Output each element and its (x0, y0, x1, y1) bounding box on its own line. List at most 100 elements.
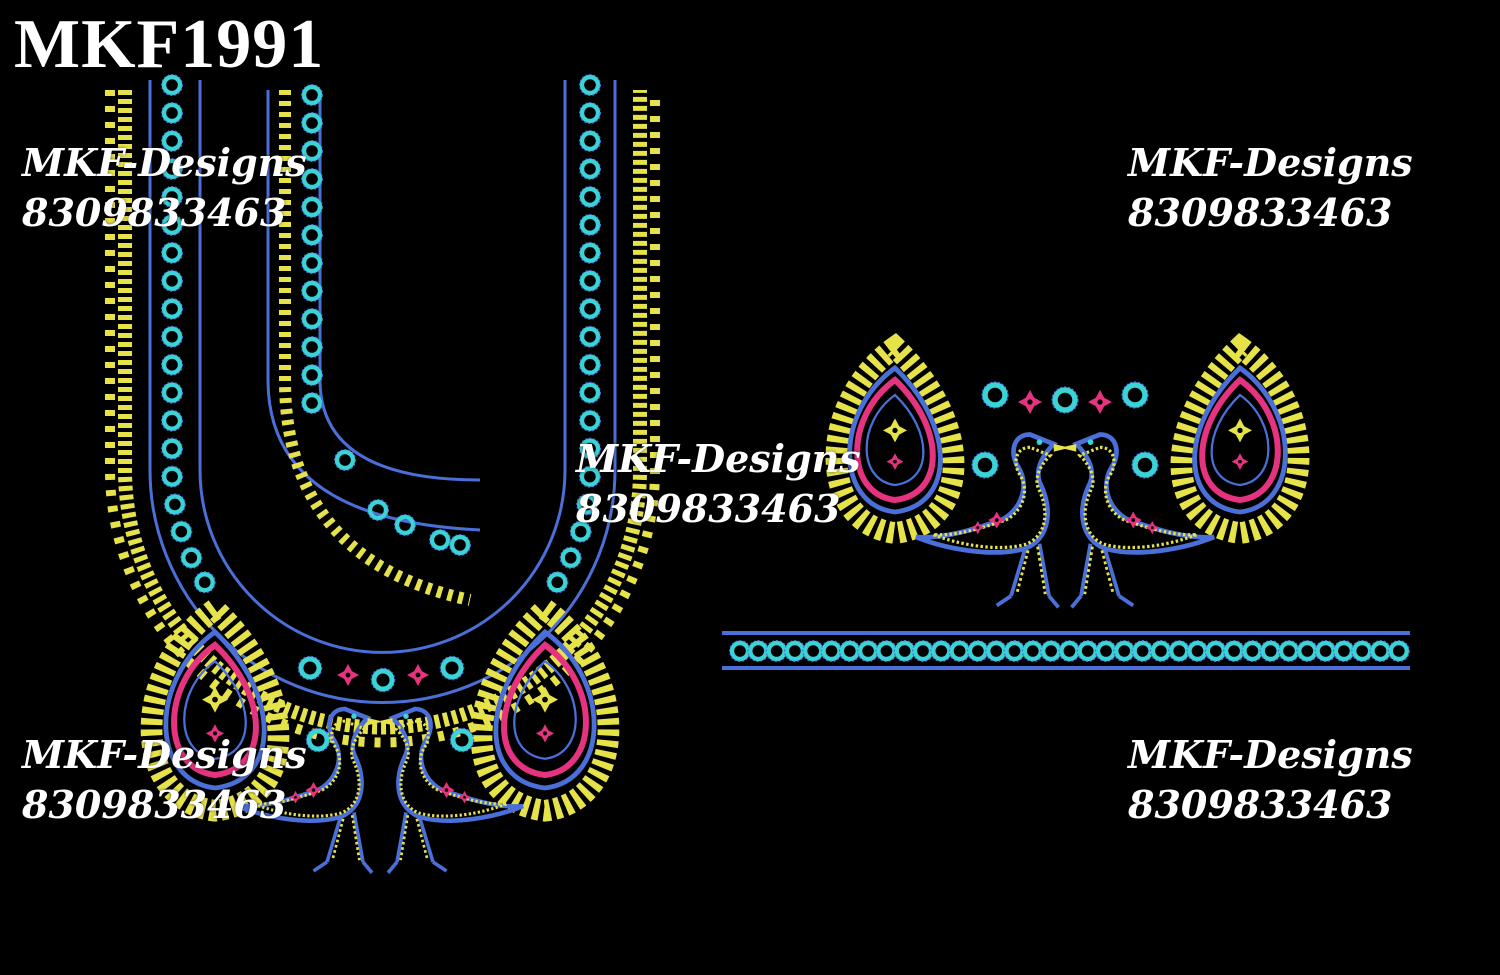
peacock-icon (236, 706, 383, 874)
star-motif-icon (289, 790, 302, 804)
design-code: MKF1991 (14, 6, 325, 83)
mirror-ring-icon (578, 353, 601, 376)
mirror-ring-icon (911, 639, 934, 662)
peacock-icon (915, 432, 1070, 609)
star-motif-icon (205, 724, 225, 743)
mirror-ring-icon (301, 140, 324, 163)
mirror-ring-icon (578, 325, 601, 348)
mirror-ring-icon (981, 381, 1009, 409)
mirror-ring-icon (578, 241, 601, 264)
mirror-ring-icon (1387, 639, 1410, 662)
mirror-ring-icon (161, 241, 184, 264)
mirror-ring-icon (576, 493, 599, 516)
mirror-ring-icon (161, 437, 184, 460)
star-motif-icon (337, 664, 359, 686)
mirror-ring-icon (301, 83, 324, 106)
neck-inner-yellow (279, 90, 472, 606)
star-motif-icon (1018, 390, 1042, 414)
mirror-ring-icon (161, 157, 184, 180)
mirror-ring-icon (765, 639, 788, 662)
paisley-icon (470, 595, 620, 822)
mirror-ring-icon (578, 185, 601, 208)
watermark-phone: 8309833463 (1128, 190, 1393, 236)
mirror-ring-icon (578, 381, 601, 404)
star-motif-icon (1231, 453, 1249, 470)
mirror-ring-icon (301, 196, 324, 219)
star-motif-icon (202, 686, 228, 713)
watermark-top-right: MKF-Designs 8309833463 (1128, 138, 1413, 238)
mirror-ring-icon (1369, 639, 1392, 662)
mirror-ring-icon (1040, 639, 1063, 662)
mirror-ring-icon (161, 73, 184, 96)
star-motif-icon (1145, 520, 1159, 535)
mirror-ring-icon (1149, 639, 1172, 662)
watermark-top-left: MKF-Designs 8309833463 (22, 138, 307, 238)
star-motif-icon (407, 664, 429, 686)
mirror-ring-icon (301, 308, 324, 331)
mirror-ring-icon (971, 451, 999, 479)
mirror-ring-icon (367, 499, 390, 522)
mirror-ring-icon (1296, 639, 1319, 662)
mirror-ring-icon (161, 297, 184, 320)
star-motif-icon (535, 724, 555, 743)
mirror-ring-icon (449, 533, 472, 556)
mirror-ring-icon (578, 269, 601, 292)
mirror-ring-icon (1314, 639, 1337, 662)
mirror-ring-icon (569, 520, 592, 543)
mirror-ring-icon (578, 157, 601, 180)
mirror-ring-icon (193, 571, 216, 594)
star-motif-icon (305, 781, 322, 799)
mirror-ring-icon (1021, 639, 1044, 662)
watermark-phone: 8309833463 (22, 782, 287, 828)
mirror-ring-icon (578, 101, 601, 124)
star-motif-icon (532, 686, 558, 713)
mirror-ring-icon (301, 168, 324, 191)
mirror-ring-icon (875, 639, 898, 662)
star-motif-icon (438, 781, 455, 799)
mirror-ring-icon (301, 252, 324, 275)
mirror-ring-icon (1277, 639, 1300, 662)
mirror-ring-icon (170, 520, 193, 543)
sleeve-border-design (722, 332, 1410, 670)
neck-outer-border (148, 80, 617, 704)
mirror-ring-icon (301, 224, 324, 247)
watermark-brand: MKF-Designs (1128, 140, 1413, 185)
mirror-ring-icon (394, 513, 417, 536)
mirror-ring-icon (1094, 639, 1117, 662)
mirror-ring-icon (1051, 386, 1079, 414)
mirror-ring-icon (301, 336, 324, 359)
watermark-phone: 8309833463 (22, 190, 287, 236)
mirror-ring-icon (802, 639, 825, 662)
mirror-ring-icon (1058, 639, 1081, 662)
watermark-phone: 8309833463 (1128, 782, 1393, 828)
mirror-ring-icon (930, 639, 953, 662)
mirror-ring-icon (1351, 639, 1374, 662)
mirror-ring-icon (370, 667, 396, 693)
mirror-ring-icon (578, 465, 601, 488)
mirror-ring-icon (161, 381, 184, 404)
mirror-ring-icon (578, 73, 601, 96)
mirror-ring-icon (1241, 639, 1264, 662)
paisley-icon (140, 595, 290, 822)
star-motif-icon (883, 418, 907, 443)
mirror-ring-icon (449, 727, 475, 753)
mirror-ring-icon (161, 101, 184, 124)
mirror-ring-icon (728, 639, 751, 662)
paisley-icon (825, 332, 965, 544)
watermark-bottom-right: MKF-Designs 8309833463 (1128, 730, 1413, 830)
mirror-ring-icon (1121, 381, 1149, 409)
mirror-ring-icon (429, 528, 452, 551)
star-motif-icon (1228, 418, 1252, 443)
star-motif-icon (1124, 511, 1142, 529)
peacock-icon (377, 706, 524, 874)
watermark-brand: MKF-Designs (22, 140, 307, 185)
mirror-ring-icon (180, 546, 203, 569)
mirror-ring-icon (161, 353, 184, 376)
mirror-ring-icon (161, 269, 184, 292)
neckline-design (105, 73, 660, 874)
neck-inner-curve-2 (318, 90, 481, 482)
mirror-ring-icon (747, 639, 770, 662)
mirror-ring-icon (161, 409, 184, 432)
watermark-brand: MKF-Designs (1128, 732, 1413, 777)
mirror-ring-icon (334, 449, 357, 472)
